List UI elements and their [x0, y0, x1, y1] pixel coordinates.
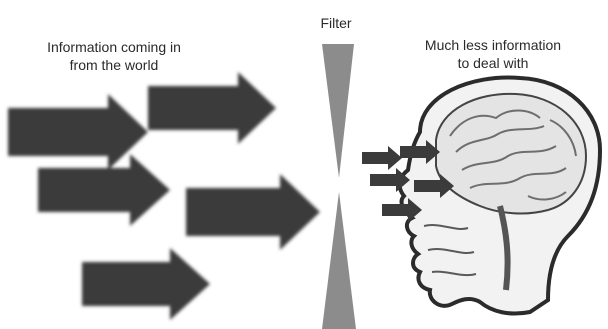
filter-shape [322, 44, 356, 329]
head-cross-section-icon [400, 78, 600, 314]
incoming-arrow-4 [186, 174, 320, 250]
incoming-arrows [8, 72, 320, 320]
filter-top-cone [322, 44, 354, 178]
filter-bottom-cone [322, 192, 356, 329]
incoming-arrow-5 [82, 248, 210, 320]
incoming-arrow-3 [38, 154, 170, 226]
incoming-arrow-1 [8, 94, 148, 170]
incoming-arrow-2 [148, 72, 276, 144]
filtered-arrow-1 [362, 146, 402, 170]
